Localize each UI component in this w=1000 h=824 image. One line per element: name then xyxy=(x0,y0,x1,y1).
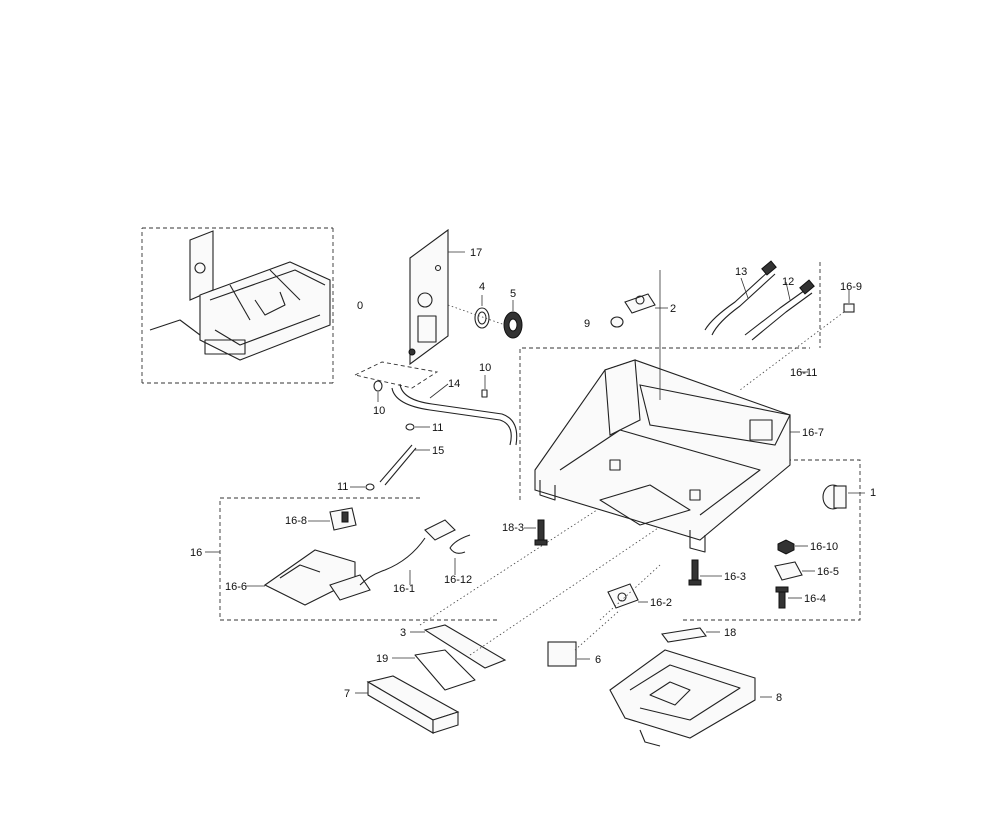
label-16-3: 16-3 xyxy=(724,571,746,583)
label-16-9: 16-9 xyxy=(840,281,862,293)
part-4-ring[interactable] xyxy=(474,295,490,329)
part-10-clip-b[interactable] xyxy=(481,375,488,398)
part-11-clip-a[interactable] xyxy=(405,423,430,431)
part-16-1-harness[interactable] xyxy=(359,519,456,586)
label-16-6: 16-6 xyxy=(225,581,247,593)
part-16-6-plate[interactable] xyxy=(246,549,371,606)
part-3-bracket[interactable] xyxy=(410,624,507,669)
label-18-3: 18-3 xyxy=(502,522,524,534)
label-16-12: 16-12 xyxy=(444,574,472,586)
label-16-10: 16-10 xyxy=(810,541,838,553)
label-14: 14 xyxy=(448,378,460,390)
label-7: 7 xyxy=(344,688,350,700)
label-18: 18 xyxy=(724,627,736,639)
part-18-clip[interactable] xyxy=(661,627,720,643)
label-10-b: 10 xyxy=(479,362,491,374)
part-2-valve[interactable] xyxy=(624,293,668,314)
part-7-cover[interactable] xyxy=(355,675,460,734)
part-16-9-sensor[interactable] xyxy=(843,290,855,313)
callout-labels: 0 17 4 5 13 12 16-9 2 9 10 10 14 11 15 1… xyxy=(190,247,876,704)
label-16-8: 16-8 xyxy=(285,515,307,527)
part-10-clip-a[interactable] xyxy=(373,380,383,402)
part-14-hose[interactable] xyxy=(353,361,518,446)
label-1: 1 xyxy=(870,487,876,499)
part-16-10-nut[interactable] xyxy=(777,539,808,555)
label-16-5: 16-5 xyxy=(817,566,839,578)
part-6-block[interactable] xyxy=(547,641,590,667)
label-16-2: 16-2 xyxy=(650,597,672,609)
part-17-panel[interactable] xyxy=(408,228,465,366)
part-15-pipe[interactable] xyxy=(379,444,430,486)
label-0: 0 xyxy=(357,300,363,312)
label-17: 17 xyxy=(470,247,482,259)
label-11-b: 11 xyxy=(337,481,348,493)
label-16-7: 16-7 xyxy=(802,427,824,439)
part-18-3-screw-a[interactable] xyxy=(524,519,548,546)
part-0-assembly-view[interactable] xyxy=(141,227,334,384)
label-16-11: 16-11 xyxy=(790,367,817,379)
part-16-11-wire[interactable] xyxy=(739,311,845,391)
part-5-nut[interactable] xyxy=(503,300,523,339)
label-6: 6 xyxy=(595,654,601,666)
part-9-cap[interactable] xyxy=(610,316,624,328)
part-16-4-screw[interactable] xyxy=(775,586,802,609)
part-16-3-screw[interactable] xyxy=(688,559,722,586)
part-19-insert[interactable] xyxy=(392,649,476,691)
part-12-hose[interactable] xyxy=(744,279,815,341)
part-8-base-tray[interactable] xyxy=(609,649,772,747)
label-4: 4 xyxy=(479,281,485,293)
part-11-clip-b[interactable] xyxy=(350,483,375,491)
label-13: 13 xyxy=(735,266,747,278)
label-16-1: 16-1 xyxy=(393,583,415,595)
part-16-sensor-group[interactable] xyxy=(205,497,500,621)
label-3: 3 xyxy=(400,627,406,639)
label-5: 5 xyxy=(510,288,516,300)
main-tub-assembly[interactable] xyxy=(519,262,861,621)
label-12: 12 xyxy=(782,276,794,288)
label-2: 2 xyxy=(670,303,676,315)
label-16: 16 xyxy=(190,547,202,559)
part-16-2-bracket[interactable] xyxy=(607,583,648,609)
label-15: 15 xyxy=(432,445,444,457)
label-11-a: 11 xyxy=(432,422,443,434)
label-16-4: 16-4 xyxy=(804,593,826,605)
label-9: 9 xyxy=(584,318,590,330)
part-1-motor[interactable] xyxy=(822,484,865,510)
label-19: 19 xyxy=(376,653,388,665)
label-10-a: 10 xyxy=(373,405,385,417)
part-16-5-bracket[interactable] xyxy=(774,561,815,581)
part-13-hose[interactable] xyxy=(704,260,777,336)
part-16-8-bracket[interactable] xyxy=(308,507,357,531)
part-16-12-wire[interactable] xyxy=(449,534,471,575)
label-8: 8 xyxy=(776,692,782,704)
